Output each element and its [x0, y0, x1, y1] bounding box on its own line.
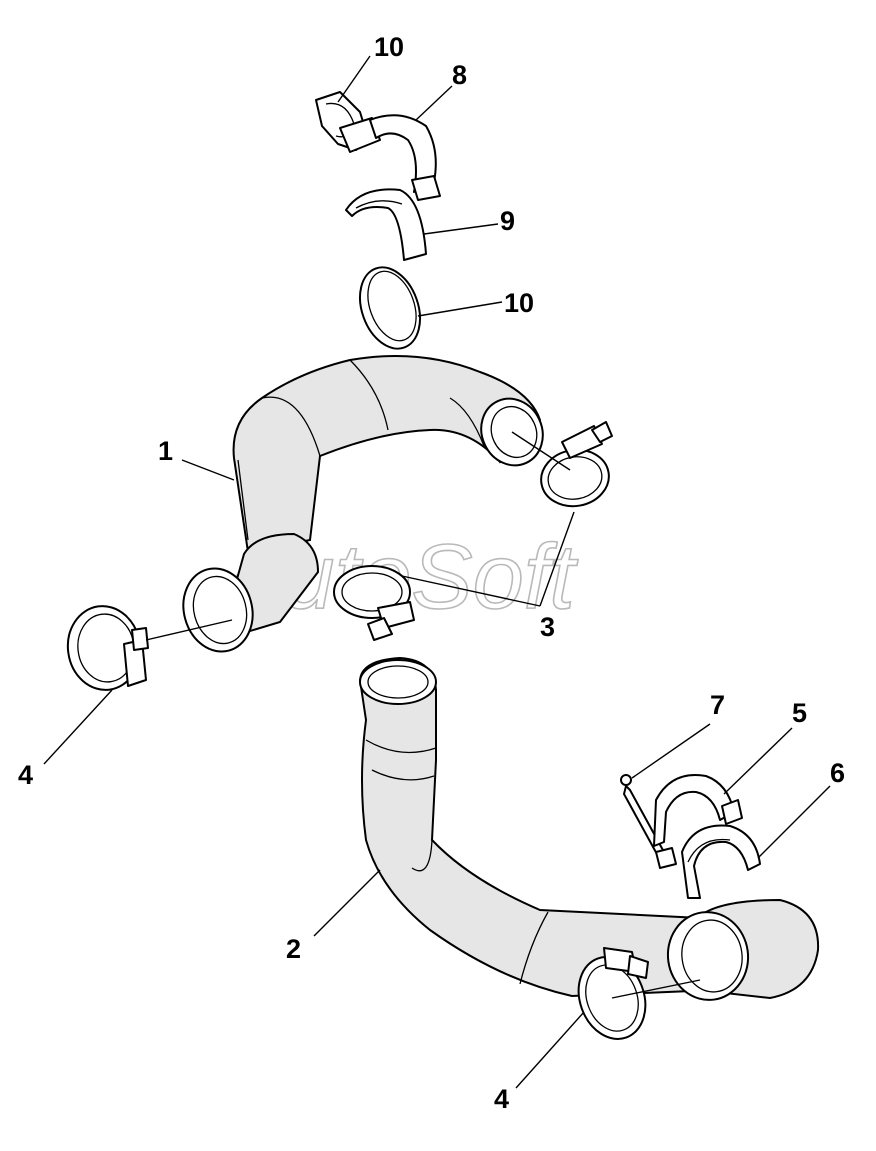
leader-lines [43, 55, 831, 1089]
callout-1: 1 [158, 436, 173, 466]
top-clip-part [315, 91, 381, 153]
top-bracket-part [369, 114, 441, 201]
callout-3: 3 [540, 612, 555, 642]
upper-hose-part [182, 355, 544, 653]
callout-6: 6 [830, 758, 845, 788]
callout-7: 7 [710, 690, 725, 720]
top-band-part [359, 266, 421, 350]
lower-hose-part [358, 656, 820, 1001]
callout-9: 9 [500, 206, 515, 236]
center-clamp-part [333, 565, 415, 641]
callout-2: 2 [286, 934, 301, 964]
callout-4-lower: 4 [494, 1084, 509, 1114]
left-clamp-part [66, 605, 149, 691]
right-clamp-part [540, 421, 613, 508]
callout-10-clip: 10 [374, 32, 404, 62]
right-insert-part [681, 824, 761, 899]
callout-10-band: 10 [504, 288, 534, 318]
top-insert-part [345, 188, 427, 261]
callout-4-left: 4 [18, 760, 33, 790]
right-bracket-part [653, 774, 743, 847]
callout-5: 5 [792, 698, 807, 728]
callout-8: 8 [452, 60, 467, 90]
